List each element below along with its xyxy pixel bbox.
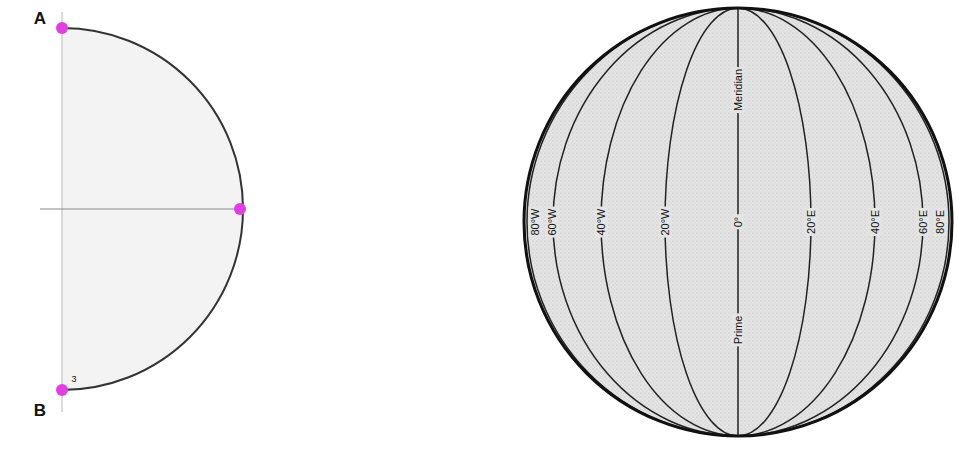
meridian-60 <box>553 8 923 436</box>
meridian-label: Meridian <box>732 67 745 113</box>
meridian-20 <box>665 8 811 436</box>
point-label: B <box>34 402 46 419</box>
horizontal-axis <box>40 209 243 210</box>
longitude-label: 60°W <box>546 206 559 237</box>
longitude-label: 40°E <box>869 208 882 236</box>
longitude-label: 80°E <box>934 208 947 236</box>
longitude-label: 20°E <box>805 208 818 236</box>
globe-fill <box>524 8 952 436</box>
small-number: 3 <box>71 375 76 384</box>
meridian-label: 0° <box>732 215 745 230</box>
globe-outline <box>524 8 952 436</box>
longitude-label: 40°W <box>595 206 608 237</box>
vertical-axis <box>62 12 63 412</box>
longitude-label: 20°W <box>659 206 672 237</box>
longitude-label: 60°E <box>917 208 930 236</box>
point-label: A <box>34 10 46 27</box>
point-b <box>56 384 68 396</box>
point-a <box>56 22 68 34</box>
semicircle-arc <box>62 28 243 390</box>
point-mid <box>234 203 246 215</box>
meridian-40 <box>601 8 875 436</box>
meridian-80 <box>527 8 949 436</box>
longitude-label: 80°W <box>529 206 542 237</box>
meridian-label: Prime <box>732 314 745 347</box>
